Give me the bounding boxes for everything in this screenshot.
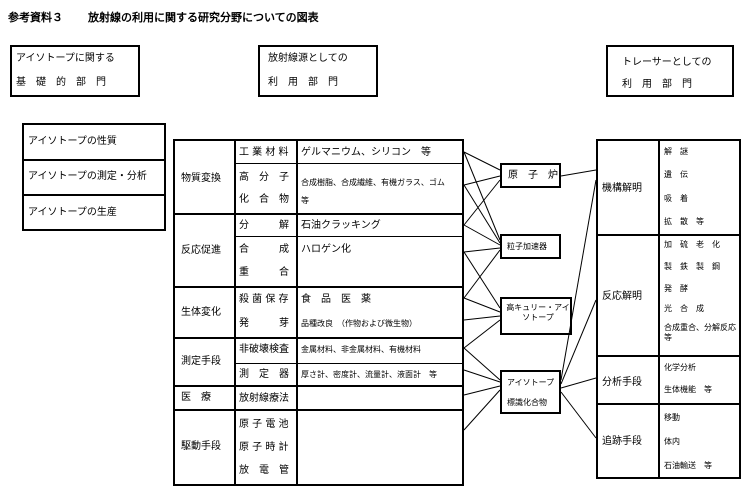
source-accelerator: 粒子加速器 (500, 234, 561, 259)
category-reaction-promotion: 反応促進 (181, 245, 221, 256)
category-biological-change: 生体変化 (181, 307, 221, 318)
source-isotope-labeled: アイソトープ 標識化合物 (500, 370, 561, 414)
tracer-category-reaction: 反応解明 (602, 291, 642, 302)
tracer-division-line1: トレーサーとしての (622, 57, 712, 68)
isotope-basics-box: アイソトープの性質 アイソトープの測定・分析 アイソトープの生産 (22, 123, 166, 231)
detail-nondestructive: 金属材料、非金属材料、有機材料 (301, 345, 421, 354)
item-nondestructive: 非破壊検査 (239, 344, 289, 355)
radiation-use-table: 物質変換 反応促進 生体変化 測定手段 医 療 駆動手段 工 業 材 料 高 分… (173, 139, 464, 486)
detail-compound: 合成樹脂、合成繊維、有機ガラス、ゴム 等 (301, 178, 453, 205)
mech-1: 解 謎 (664, 147, 688, 156)
item-atomic-clock: 原 子 時 計 (239, 442, 289, 453)
mech-3: 吸 着 (664, 194, 688, 203)
category-material-conversion: 物質変換 (181, 173, 221, 184)
detail-germination: 品種改良 （作物および微生物） (301, 319, 417, 328)
isotope-measurement: アイソトープの測定・分析 (28, 171, 147, 182)
item-radiation-therapy: 放射線療法 (239, 393, 289, 404)
track-3: 石油輸送 等 (664, 461, 712, 470)
item-polymerization: 重 合 (239, 267, 289, 278)
source-accelerator-label: 粒子加速器 (507, 242, 547, 251)
item-discharge-tube: 放 電 管 (239, 465, 289, 476)
tracer-category-tracking: 追跡手段 (602, 436, 642, 447)
tracer-use-table: 機構解明 反応解明 分析手段 追跡手段 解 謎 遺 伝 吸 着 拡 散 等 加 … (596, 139, 744, 479)
page-title: 放射線の利用に関する研究分野についての図表 (88, 11, 319, 24)
reference-label: 参考資料３ (8, 11, 63, 24)
tracer-category-analysis: 分析手段 (602, 377, 642, 388)
tracer-category-mechanism: 機構解明 (602, 183, 642, 194)
detail-sterilization: 食 品 医 薬 (301, 294, 371, 305)
isotope-properties: アイソトープの性質 (28, 136, 117, 147)
item-sterilization: 殺 菌 保 存 (239, 294, 289, 305)
isotope-production: アイソトープの生産 (28, 207, 117, 218)
mech-4: 拡 散 等 (664, 217, 704, 226)
item-atomic-battery: 原 子 電 池 (239, 419, 289, 430)
basic-division-box: アイソトープに関する 基 礎 的 部 門 (10, 45, 140, 97)
item-compound: 化 合 物 (239, 194, 289, 205)
track-1: 移動 (664, 413, 680, 422)
mech-2: 遺 伝 (664, 170, 688, 179)
react-3: 発 酵 (664, 284, 688, 293)
tracer-division-box: トレーサーとしての 利 用 部 門 (606, 45, 734, 97)
detail-measuring-instrument: 厚さ計、密度計、流量計、液面計 等 (301, 370, 437, 379)
item-decomposition: 分 解 (239, 220, 289, 231)
radiation-source-line1: 放射線源としての (268, 53, 348, 64)
analysis-2: 生体機能 等 (664, 385, 712, 394)
detail-industrial-materials: ゲルマニウム、シリコン 等 (301, 147, 431, 158)
tracer-division-line2: 利 用 部 門 (622, 79, 692, 90)
item-germination: 発 芽 (239, 318, 289, 329)
category-measurement: 測定手段 (181, 356, 221, 367)
basic-division-line2: 基 礎 的 部 門 (16, 77, 106, 88)
react-1: 加 硫 老 化 (664, 240, 720, 249)
react-2: 製 鉄 製 鋼 (664, 262, 720, 271)
category-drive: 駆動手段 (181, 441, 221, 452)
source-labeled-compound-label: 標識化合物 (507, 398, 547, 407)
radiation-source-division-box: 放射線源としての 利 用 部 門 (258, 45, 378, 97)
track-2: 体内 (664, 437, 680, 446)
item-polymer: 高 分 子 (239, 172, 289, 183)
category-medical: 医 療 (181, 392, 211, 403)
source-reactor-label: 原 子 炉 (508, 170, 558, 181)
detail-synthesis: ハロゲン化 (301, 244, 351, 255)
radiation-source-line2: 利 用 部 門 (268, 77, 338, 88)
source-high-curie-label: 高キュリー・アイソトープ (506, 303, 570, 322)
detail-decomposition: 石油クラッキング (301, 220, 381, 231)
item-measuring-instrument: 測 定 器 (239, 369, 289, 380)
item-synthesis: 合 成 (239, 244, 289, 255)
source-isotope-label: アイソトープ (507, 378, 555, 387)
basic-division-line1: アイソトープに関する (16, 53, 115, 64)
source-reactor: 原 子 炉 (500, 163, 561, 188)
item-industrial-materials: 工 業 材 料 (239, 147, 289, 158)
source-high-curie-isotope: 高キュリー・アイソトープ (500, 297, 572, 335)
react-4: 光 合 成 (664, 304, 704, 313)
analysis-1: 化学分析 (664, 363, 696, 372)
